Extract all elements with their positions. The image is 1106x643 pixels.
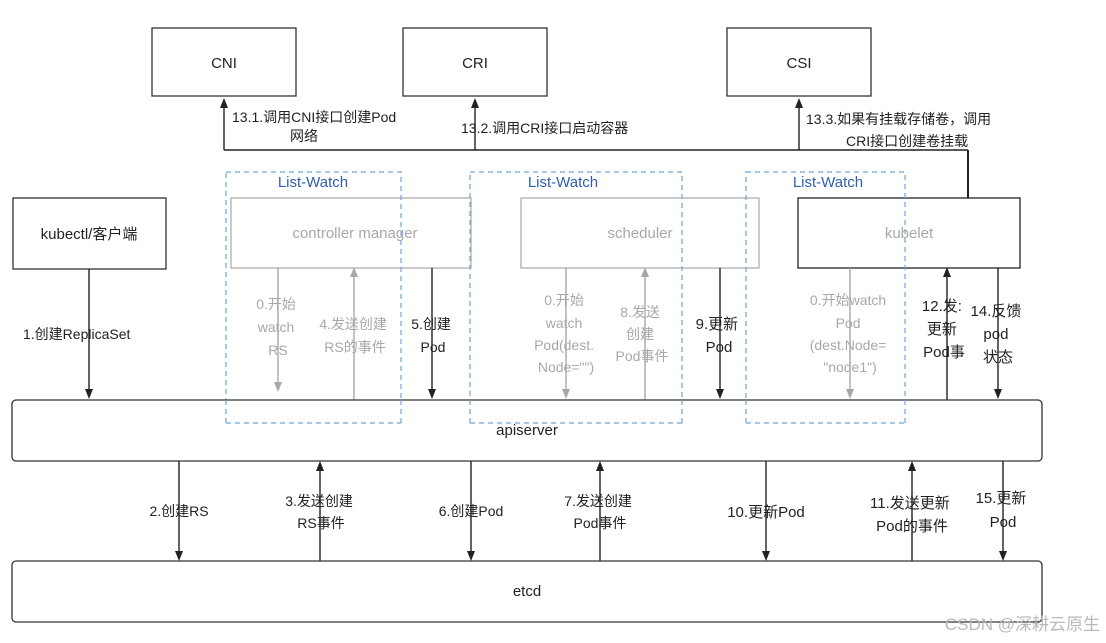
step-4-label: 4.发送创建 RS的事件 [319,316,391,355]
step-13-1-label: 13.1.调用CNI接口创建Pod 网络 [232,109,400,144]
apiserver-box [11,399,1043,462]
step-2-label: 2.创建RS [149,503,208,519]
csi-label: CSI [786,55,811,72]
controller-manager-label: controller manager [292,225,417,242]
step-13-3-label: 13.3.如果有挂载存储卷，调用 CRI接口创建卷挂载 [806,111,995,149]
list-watch-label-scheduler: List-Watch [528,174,598,191]
kubectl-box [12,197,167,270]
apiserver-label: apiserver [496,422,558,439]
cni-label: CNI [211,55,237,72]
step-1-label: 1.创建ReplicaSet [23,326,130,342]
watermark: CSDN @深耕云原生 [945,615,1100,634]
step-6-label: 6.创建Pod [439,503,504,519]
cri-box [402,27,548,97]
csi-box [726,27,872,97]
scheduler-box [520,197,760,269]
step-3-label: 3.发送创建 RS事件 [285,493,357,531]
step-15-label: 15.更新 Pod [975,490,1030,531]
step-0-cm-label: 0.开始 watch RS [256,296,300,358]
step-9-label: 9.更新 Pod [696,316,743,356]
kubectl-label: kubectl/客户端 [41,226,138,243]
step-7-label: 7.发送创建 Pod事件 [564,493,636,531]
step-12-label: 12.发: 更新 Pod事 [922,298,966,361]
step-14-label: 14.反馈 pod 状态 [970,303,1025,366]
cni-box [151,27,297,97]
step-0-kubelet-label: 0.开始watch Pod (dest.Node= "node1") [810,292,891,375]
step-5-label: 5.创建 Pod [411,316,455,355]
kubelet-box [797,197,1021,269]
step-8-label: 8.发送 创建 Pod事件 [616,304,669,364]
list-watch-label-controller: List-Watch [278,174,348,191]
cri-label: CRI [462,55,488,72]
scheduler-label: scheduler [607,225,672,242]
controller-manager-box [230,197,472,269]
step-11-label: 11.发送更新 Pod的事件 [870,495,954,535]
list-watch-label-kubelet: List-Watch [793,174,863,191]
etcd-label: etcd [513,583,541,600]
etcd-box [11,560,1043,623]
step-10-label: 10.更新Pod [727,504,805,521]
step-0-sched-label: 0.开始 watch Pod(dest. Node="") [534,292,598,375]
step-13-2-label: 13.2.调用CRI接口启动容器 [461,120,628,136]
kubelet-label: kubelet [885,225,934,242]
